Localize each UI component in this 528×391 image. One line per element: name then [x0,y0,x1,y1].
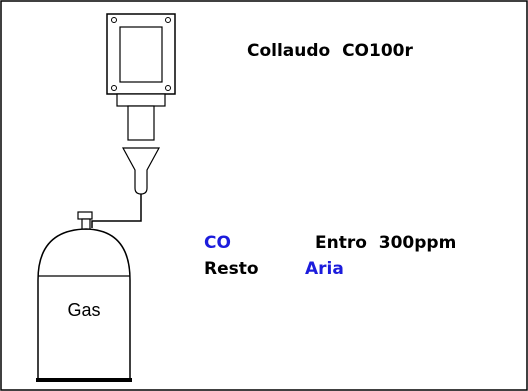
component-rest-value: Aria [305,259,344,279]
mount-screw-icon [111,85,117,91]
gas-tube [91,194,142,228]
diagram-title: Collaudo CO100r [247,41,413,61]
mount-screw-icon [111,17,117,23]
cylinder-valve [77,211,93,220]
detector-device [106,13,176,141]
mount-screw-icon [165,85,171,91]
gas-cylinder: Gas [36,211,132,382]
cylinder-label: Gas [67,300,100,320]
sensor-head [127,105,155,141]
mount-screw-icon [165,17,171,23]
component-rest-name: Resto [204,259,259,279]
component-co-name: CO [204,233,231,253]
detector-base-plate [116,93,166,107]
cylinder-body [37,228,131,380]
calibration-cup [121,147,161,195]
detector-window [119,26,163,83]
gas-composition: CO Entro 300ppm Resto Aria [204,233,456,279]
funnel-icon [121,147,161,195]
component-co-value: Entro 300ppm [315,233,456,253]
